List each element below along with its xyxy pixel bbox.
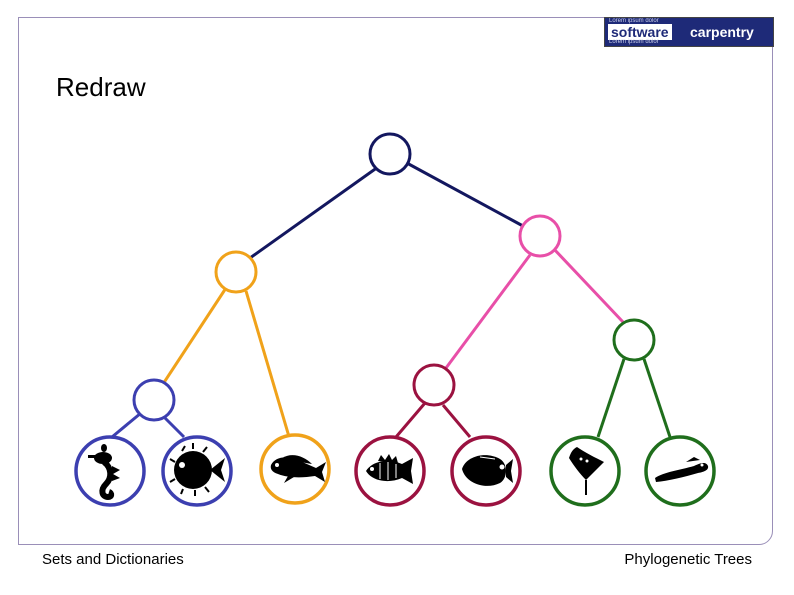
seahorse-icon — [88, 444, 120, 501]
stingray-icon — [569, 447, 604, 495]
leaf-stingray — [549, 435, 621, 507]
logo-tagline-top: Lorem ipsum dolor — [609, 18, 659, 24]
pufferfish-icon — [169, 443, 225, 496]
tree-leaf-nodes — [74, 433, 716, 507]
edge-maroon-perch — [394, 402, 427, 438]
perch-fish-icon — [366, 454, 413, 484]
edge-maroon-angelfish — [441, 404, 472, 438]
logo-word-carpentry: carpentry — [690, 24, 754, 40]
edge-orange-dorado — [244, 290, 292, 441]
root-node — [368, 132, 412, 176]
edge-pink-maroon — [444, 254, 532, 369]
leaf-seahorse — [74, 435, 146, 507]
edge-orange-blue — [161, 287, 228, 385]
leaf-eel — [644, 435, 716, 507]
edge-green-eel — [642, 358, 672, 438]
leaf-dorado — [259, 433, 331, 505]
pink-clade-node — [518, 214, 562, 258]
blue-clade-node — [132, 378, 176, 422]
orange-clade-node — [214, 250, 258, 294]
edge-green-stingray — [596, 358, 626, 438]
edge-root-orange — [249, 165, 379, 260]
maroon-clade-node — [412, 363, 456, 407]
tree-edges — [111, 160, 672, 441]
slide-frame — [18, 17, 773, 545]
logo-word-software: software — [608, 24, 672, 40]
leaf-perch — [354, 435, 426, 507]
leaf-angelfish — [450, 435, 522, 507]
edge-root-pink — [404, 160, 524, 228]
logo-tagline-bottom: Lorem ipsum dolor — [609, 39, 659, 45]
tree-internal-nodes — [132, 132, 656, 422]
dorado-fish-icon — [270, 455, 326, 483]
software-carpentry-logo: Lorem ipsum dolor software carpentry Lor… — [604, 17, 774, 47]
green-clade-node — [612, 318, 656, 362]
edge-blue-pufferfish — [163, 416, 186, 439]
eel-icon — [655, 457, 709, 482]
angelfish-icon — [462, 455, 513, 486]
slide-title: Redraw — [56, 72, 146, 102]
leaf-pufferfish — [161, 435, 233, 507]
edge-pink-green — [551, 246, 625, 324]
footer-right: Phylogenetic Trees — [624, 551, 752, 568]
edge-blue-seahorse — [111, 411, 142, 439]
footer-left: Sets and Dictionaries — [42, 551, 184, 568]
